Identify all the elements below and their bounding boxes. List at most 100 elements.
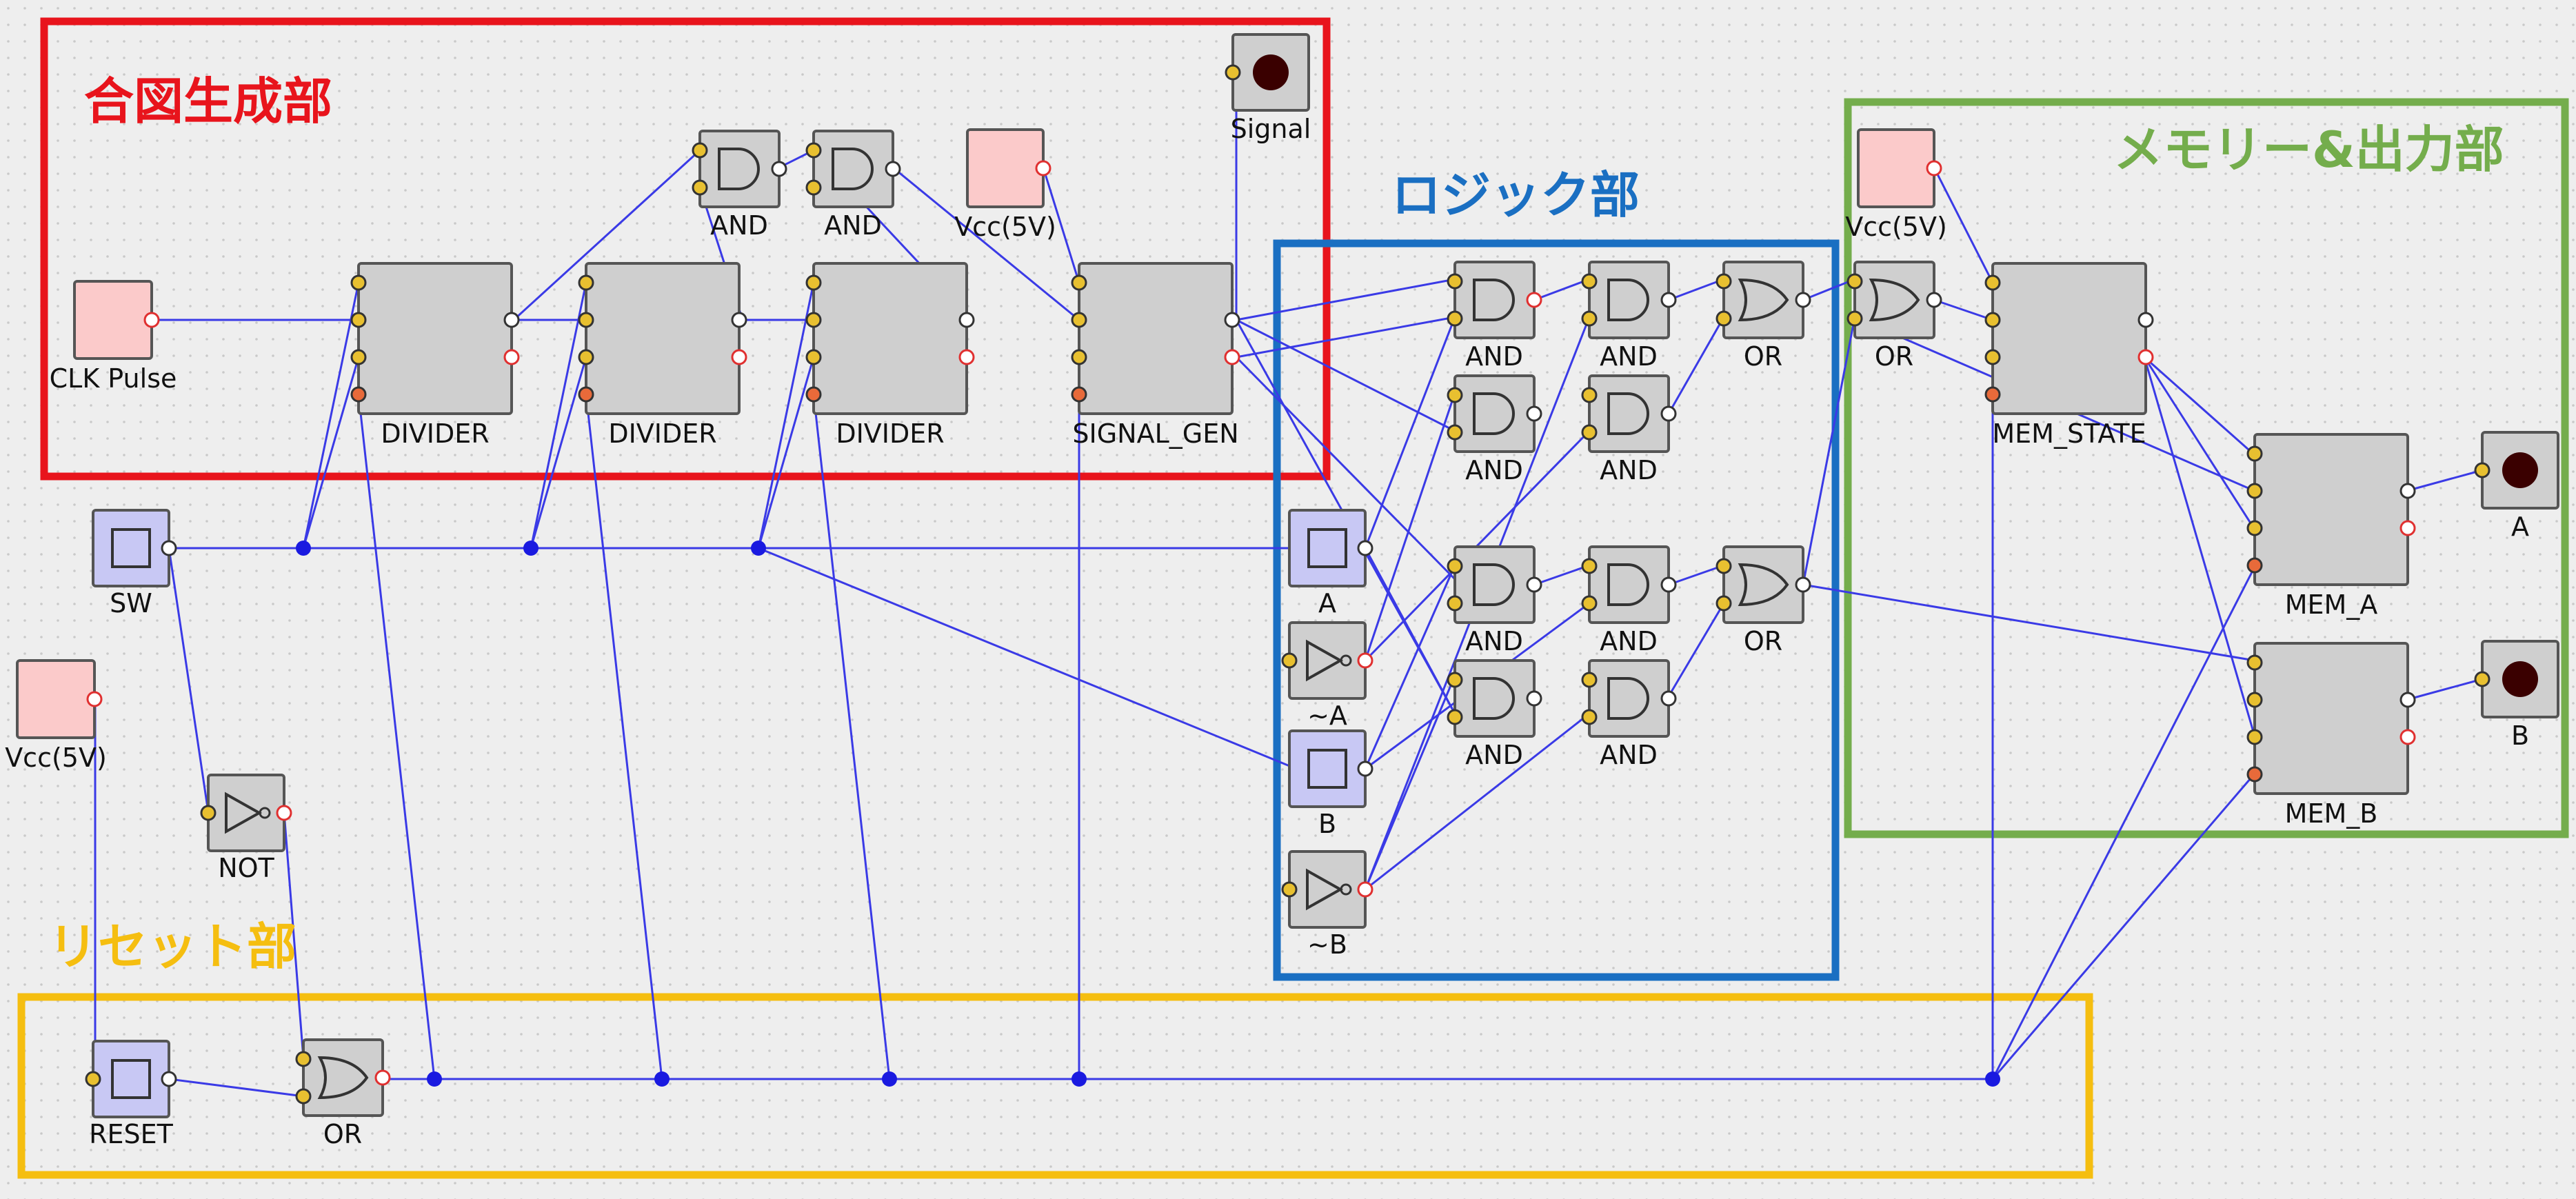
wire-sig-nq-to-and1b[interactable] <box>1235 316 1456 359</box>
and-gate-top-1[interactable]: AND <box>692 130 787 241</box>
output-pin[interactable] <box>1660 576 1677 593</box>
input-pin[interactable] <box>350 274 367 291</box>
wire-and2-to-sig-clk[interactable] <box>892 166 1080 321</box>
input-pin[interactable] <box>350 386 367 403</box>
gate-body[interactable] <box>207 774 285 852</box>
input-pin[interactable] <box>1071 312 1087 328</box>
wire-sig-q-to-and1[interactable] <box>1235 278 1456 321</box>
input-pin[interactable] <box>1581 310 1598 327</box>
inverted-pin[interactable] <box>731 349 747 365</box>
input-pin[interactable] <box>295 1088 312 1105</box>
output-pin[interactable] <box>503 312 520 328</box>
inverted-pin[interactable] <box>2137 349 2154 365</box>
flipflop-body[interactable] <box>812 262 968 415</box>
input-pin[interactable] <box>805 179 822 196</box>
clk-pulse-source[interactable]: CLK Pulse <box>50 280 177 394</box>
wire-sw-to-div2[interactable] <box>530 281 587 550</box>
wire-memb-to-lamp[interactable] <box>2405 678 2484 701</box>
inverted-pin[interactable] <box>503 349 520 365</box>
mem-state[interactable]: MEM_STATE <box>1984 262 2154 449</box>
logic-and-2[interactable]: AND <box>1447 374 1542 485</box>
input-pin[interactable] <box>2246 483 2263 499</box>
wire-nb-to-and8[interactable] <box>1364 712 1591 891</box>
output-pin[interactable] <box>1224 312 1240 328</box>
inverted-pin[interactable] <box>958 349 975 365</box>
input-pin[interactable] <box>1715 273 1732 290</box>
wire-not-to-or[interactable] <box>283 811 305 1060</box>
gate-body[interactable] <box>1288 621 1367 700</box>
wire-clr-mema[interactable] <box>1991 565 2256 1080</box>
input-pin[interactable] <box>805 349 822 365</box>
logic-and-4[interactable]: AND <box>1447 659 1542 770</box>
input-pin[interactable] <box>1447 387 1463 403</box>
wire-clr-div2[interactable] <box>585 393 663 1080</box>
output-pin[interactable] <box>1660 405 1677 422</box>
signal-gen[interactable]: SIGNAL_GEN <box>1071 262 1240 449</box>
input-pin[interactable] <box>805 142 822 159</box>
output-pin[interactable] <box>1526 576 1542 593</box>
wire-sw-to-div1[interactable] <box>302 281 360 550</box>
output-pin[interactable] <box>1795 292 1811 308</box>
switch-button[interactable] <box>111 528 151 568</box>
wire-memstate-nq-to-mema[interactable] <box>2143 356 2256 456</box>
wire-memor-to-memstate[interactable] <box>1933 299 1994 321</box>
input-pin[interactable] <box>1984 312 2001 328</box>
wire-and8-to-or2[interactable] <box>1667 602 1725 698</box>
input-pin[interactable] <box>1581 558 1598 574</box>
input-pin[interactable] <box>692 179 708 196</box>
logic-and-7[interactable]: AND <box>1581 545 1677 656</box>
input-pin[interactable] <box>1581 273 1598 290</box>
input-pin[interactable] <box>1281 881 1298 898</box>
vcc-left-source[interactable]: Vcc(5V) <box>5 659 107 773</box>
wire-clr-div3[interactable] <box>812 393 891 1080</box>
input-pin[interactable] <box>200 805 217 821</box>
input-pin[interactable] <box>1225 64 1241 81</box>
input-pin[interactable] <box>85 1071 101 1087</box>
input-pin[interactable] <box>2474 671 2491 687</box>
output-pin[interactable] <box>885 161 901 177</box>
input-pin[interactable] <box>1581 387 1598 403</box>
vcc-top-source[interactable]: Vcc(5V) <box>954 128 1056 242</box>
wire-sw-to-not[interactable] <box>168 547 210 814</box>
output-pin[interactable] <box>1660 690 1677 707</box>
output-pin[interactable] <box>2399 483 2416 499</box>
source-body[interactable] <box>1857 128 1935 208</box>
output-lamp-b[interactable]: B <box>2474 640 2559 751</box>
output-pin[interactable] <box>1357 760 1373 777</box>
gate-body[interactable] <box>1453 659 1536 738</box>
sw-switch[interactable]: SW <box>92 509 177 618</box>
gate-body[interactable] <box>1722 261 1804 339</box>
gate-body[interactable] <box>1588 659 1670 738</box>
signal-lamp[interactable]: Signal <box>1225 33 1311 144</box>
input-pin[interactable] <box>578 349 594 365</box>
input-pin[interactable] <box>350 312 367 328</box>
flipflop-body[interactable] <box>1078 262 1234 415</box>
wire-b-to-and3[interactable] <box>1364 564 1456 770</box>
mem-a[interactable]: MEM_A <box>2246 433 2416 620</box>
flipflop-body[interactable] <box>2253 433 2409 586</box>
memory-or-gate[interactable]: OR <box>1847 261 1942 372</box>
logic-and-1[interactable]: AND <box>1447 261 1542 372</box>
inverted-pin[interactable] <box>143 312 160 328</box>
input-pin[interactable] <box>2246 520 2263 536</box>
reset-switch[interactable]: RESET <box>85 1040 177 1149</box>
output-pin[interactable] <box>2137 312 2154 328</box>
wire-reset-to-or[interactable] <box>168 1078 305 1098</box>
input-a-switch[interactable]: A <box>1288 509 1373 618</box>
output-pin[interactable] <box>1660 292 1677 308</box>
input-pin[interactable] <box>578 386 594 403</box>
source-body[interactable] <box>16 659 96 739</box>
input-pin[interactable] <box>1847 273 1863 290</box>
gate-body[interactable] <box>1588 374 1670 453</box>
input-pin[interactable] <box>1071 386 1087 403</box>
inverted-pin[interactable] <box>86 691 103 707</box>
logic-or-2[interactable]: OR <box>1715 545 1811 656</box>
input-pin[interactable] <box>805 274 822 291</box>
logic-and-6[interactable]: AND <box>1581 374 1677 485</box>
input-pin[interactable] <box>805 312 822 328</box>
switch-button[interactable] <box>1307 528 1347 568</box>
wire-a-to-and1[interactable] <box>1364 316 1456 550</box>
output-lamp-a[interactable]: A <box>2474 431 2559 542</box>
input-pin[interactable] <box>1581 709 1598 725</box>
input-pin[interactable] <box>2246 654 2263 671</box>
